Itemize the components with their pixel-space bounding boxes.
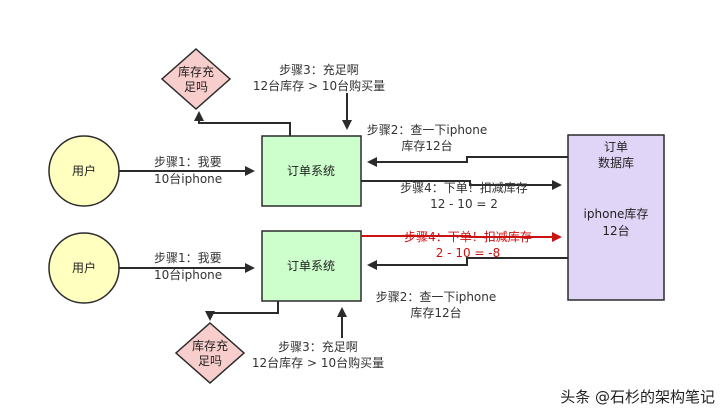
database-title-2: 数据库 xyxy=(598,155,634,170)
top-step2-line2: 库存12台 xyxy=(401,138,452,153)
top-step2-line1: 步骤2：查一下iphone xyxy=(367,123,488,137)
stock-check-diamond-bottom xyxy=(174,321,246,385)
order-system-label-bottom: 订单系统 xyxy=(287,259,335,273)
user-label-top: 用户 xyxy=(72,163,96,178)
arrow-db-to-system-top xyxy=(367,156,568,167)
stock-check-label-bottom-1: 库存充 xyxy=(192,338,228,353)
watermark: 头条 @石杉的架构笔记 xyxy=(560,388,715,406)
arrow-system-to-db-top xyxy=(361,180,562,190)
top-step1-line2: 10台iphone xyxy=(154,171,222,186)
bottom-step2-line2: 库存12台 xyxy=(410,305,461,320)
database-node xyxy=(567,134,665,301)
order-system-node-top xyxy=(261,135,362,207)
stock-check-diamond-top xyxy=(160,47,232,111)
stock-check-label-top-1: 库存充 xyxy=(178,64,214,79)
arrow-system-to-db-bottom xyxy=(361,232,562,242)
order-system-node-bottom xyxy=(261,230,362,302)
bottom-step4-line1: 步骤4：下单！扣减库存 xyxy=(404,229,532,244)
top-step3-line2: 12台库存 > 10台购买量 xyxy=(253,78,385,93)
database-title-1: 订单 xyxy=(604,140,628,154)
database-content-2: 12台 xyxy=(602,223,629,238)
top-step1-line1: 步骤1：我要 xyxy=(154,155,222,169)
arrow-db-to-system-bottom xyxy=(367,257,568,270)
top-step3-line1: 步骤3：充足啊 xyxy=(279,62,359,77)
arrow-system-to-check-bottom xyxy=(205,301,279,321)
bottom-step3-line1: 步骤3：充足啊 xyxy=(278,339,358,354)
database-content-1: iphone库存 xyxy=(584,206,649,221)
user-label-bottom: 用户 xyxy=(72,260,96,275)
order-system-label-top: 订单系统 xyxy=(287,164,335,178)
bottom-step1-line2: 10台iphone xyxy=(154,267,222,282)
bottom-step4-line2: 2 - 10 = -8 xyxy=(436,246,501,260)
stock-check-label-bottom-2: 足吗 xyxy=(198,354,222,368)
top-step4-line2: 12 - 10 = 2 xyxy=(430,197,498,211)
bottom-step3-line2: 12台库存 > 10台购买量 xyxy=(252,355,384,370)
stock-check-label-top-2: 足吗 xyxy=(184,80,208,94)
bottom-step2-line1: 步骤2：查一下iphone xyxy=(376,290,497,304)
arrow-system-to-check-top xyxy=(194,111,291,136)
bottom-step1-line1: 步骤1：我要 xyxy=(154,251,222,265)
top-step4-line1: 步骤4：下单！扣减库存 xyxy=(400,180,528,195)
